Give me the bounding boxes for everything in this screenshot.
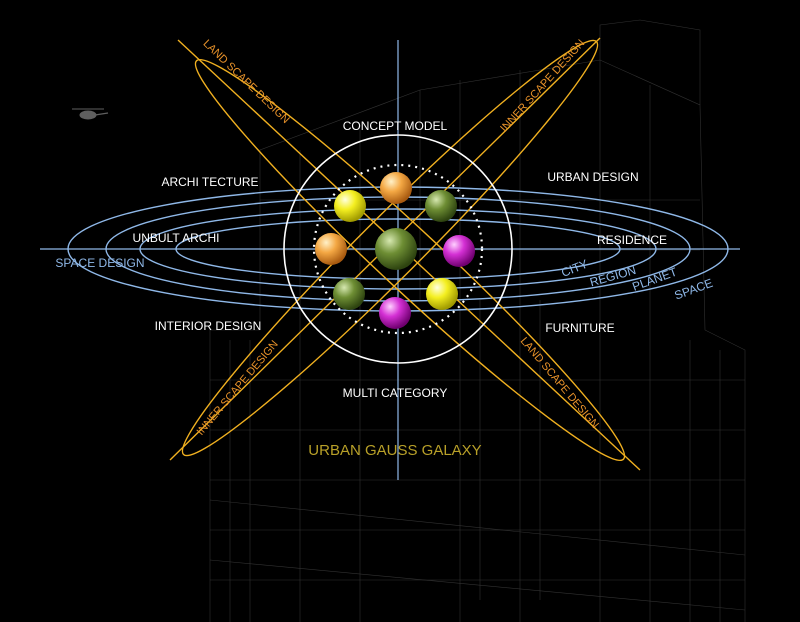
sphere-topright-green: [425, 190, 457, 222]
label-furniture: FURNITURE: [545, 321, 614, 335]
label-multi-category: MULTI CATEGORY: [343, 386, 448, 400]
label-archi-tecture: ARCHI TECTURE: [161, 175, 258, 189]
sphere-bottom-magenta: [379, 297, 411, 329]
label-land-scape-top: LAND SCAPE DESIGN: [201, 38, 292, 127]
diagonal-ellipse-b: [181, 39, 599, 457]
sphere-bottomleft-green: [333, 278, 365, 310]
dotted-circle: [312, 163, 484, 335]
label-inner-scape-top: INNER SCAPE DESIGN: [498, 37, 587, 134]
label-inner-scape-bottom: INNER SCAPE DESIGN: [195, 338, 281, 438]
spheres: [315, 172, 475, 329]
label-space: SPACE: [673, 276, 715, 303]
building-wireframe-background: [209, 19, 746, 622]
label-unbult-archi: UNBULT ARCHI: [133, 231, 220, 245]
label-urban-design: URBAN DESIGN: [547, 170, 638, 184]
outer-circle: [283, 134, 513, 364]
label-interior-design: INTERIOR DESIGN: [155, 319, 262, 333]
label-concept-model: CONCEPT MODEL: [343, 119, 448, 133]
label-land-scape-bottom: LAND SCAPE DESIGN: [518, 335, 601, 431]
helicopter-icon: [72, 108, 109, 120]
sphere-left-orange: [315, 233, 347, 265]
sphere-center-green: [375, 228, 417, 270]
diagram-title: URBAN GAUSS GALAXY: [308, 442, 481, 459]
sphere-topleft-yellow: [334, 190, 366, 222]
label-space-design: SPACE DESIGN: [55, 256, 144, 270]
label-residence: RESIDENCE: [597, 233, 667, 247]
sphere-top-orange: [380, 172, 412, 204]
sphere-right-magenta: [443, 235, 475, 267]
diagonal-ellipse-a: [194, 58, 626, 462]
label-region: REGION: [588, 263, 637, 290]
sphere-bottomright-yellow: [426, 278, 458, 310]
orbit-city: [175, 218, 621, 280]
